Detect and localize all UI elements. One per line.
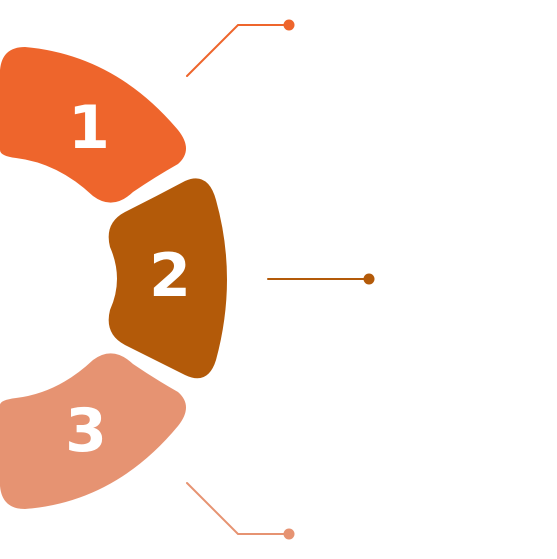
segment-3-shape xyxy=(0,353,186,509)
segment-3: 3 xyxy=(0,353,186,509)
connector-2-dot xyxy=(363,273,375,285)
connector-3-dot xyxy=(283,528,295,540)
connector-3 xyxy=(186,482,295,540)
segment-1: 1 xyxy=(0,47,186,203)
segment-3-number: 3 xyxy=(65,396,107,466)
segment-2-shape xyxy=(108,178,227,379)
connector-1-line xyxy=(186,24,290,77)
segment-2-number: 2 xyxy=(149,241,191,311)
connector-3-line xyxy=(186,482,290,535)
segment-1-shape xyxy=(0,47,186,203)
connector-1-dot xyxy=(283,19,295,31)
segment-2: 2 xyxy=(108,178,227,379)
segment-1-number: 1 xyxy=(68,93,110,163)
connector-1 xyxy=(186,19,295,77)
connector-2 xyxy=(267,273,375,285)
